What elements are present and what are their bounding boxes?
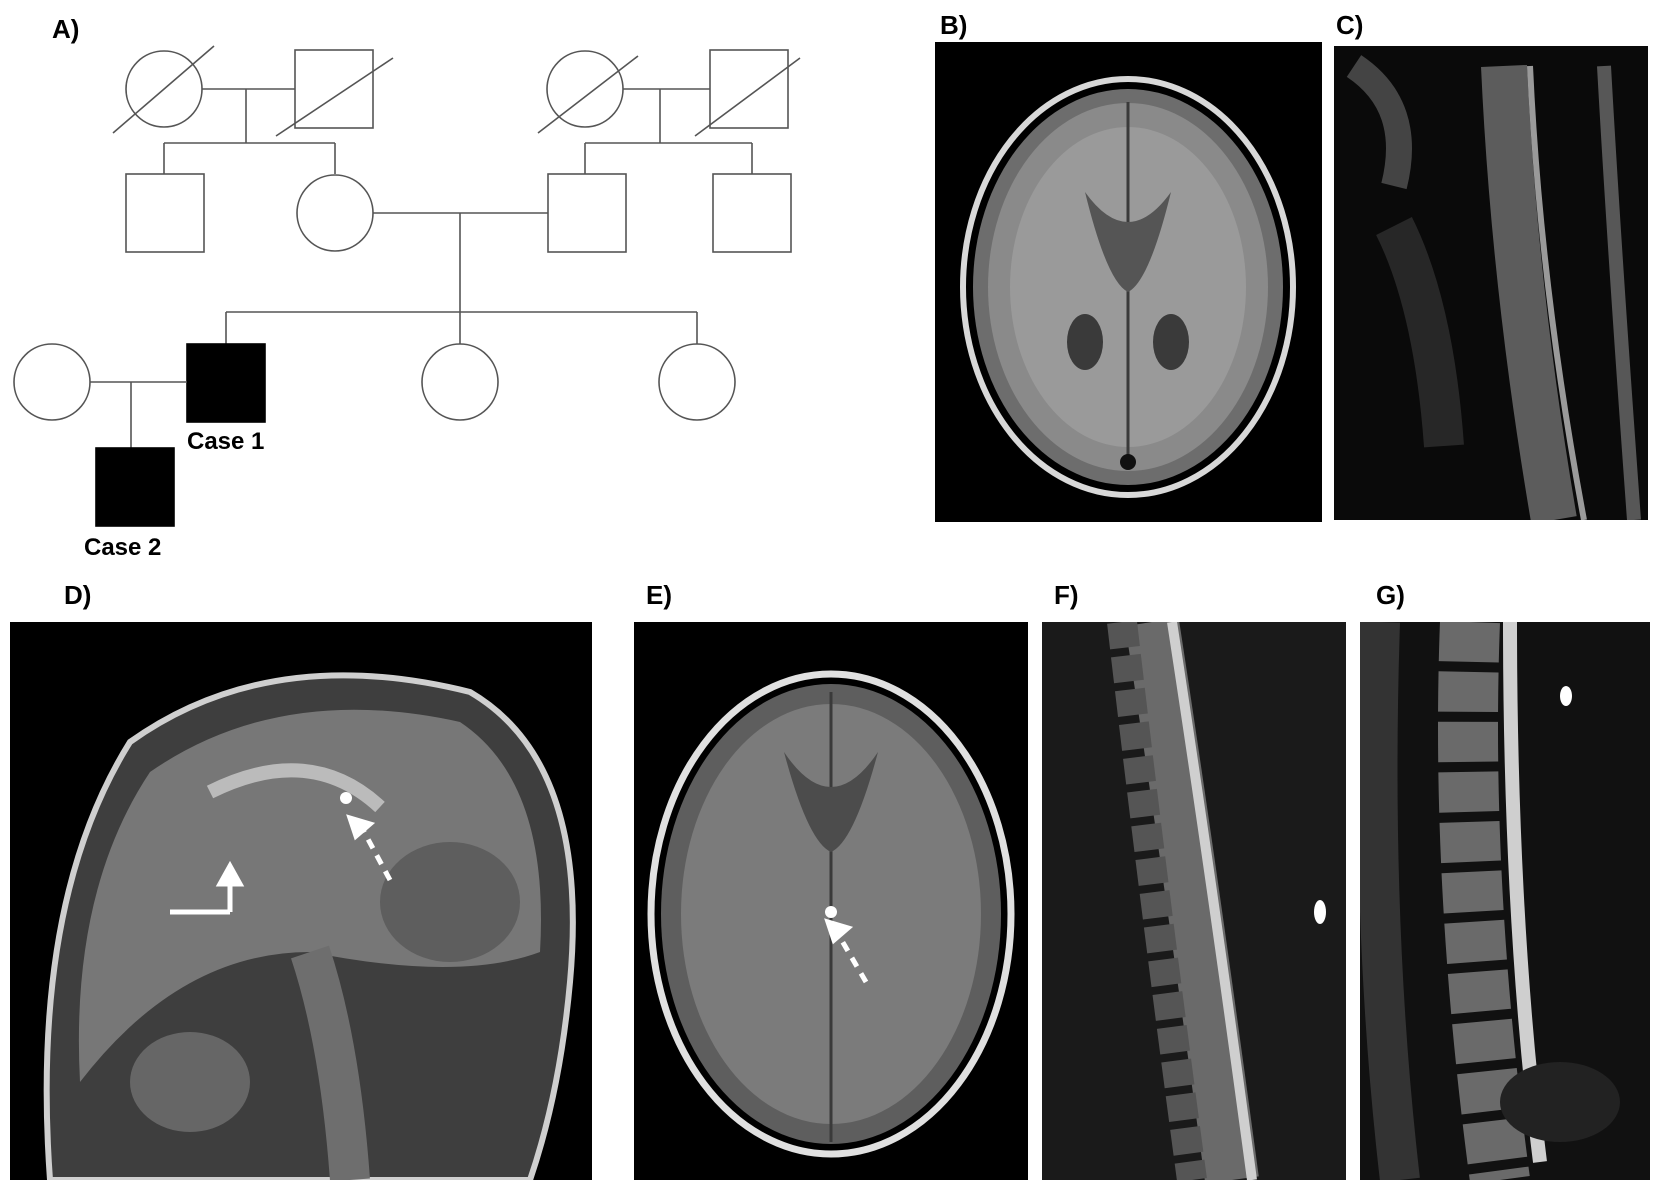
panel-label-a: A) bbox=[52, 14, 80, 44]
affected-male-symbol bbox=[186, 343, 266, 423]
deceased-female-symbol bbox=[546, 50, 624, 128]
mri-panel-b bbox=[935, 42, 1322, 522]
affected-male-symbol bbox=[95, 447, 175, 527]
male-symbol bbox=[547, 173, 627, 253]
deceased-slash bbox=[112, 45, 215, 134]
panel-label-f: F) bbox=[1054, 580, 1079, 610]
sagittal-brain-image bbox=[43, 672, 576, 1180]
panel-label-e: E) bbox=[646, 580, 672, 610]
female-symbol bbox=[13, 343, 91, 421]
female-symbol bbox=[296, 174, 374, 252]
arrow-annotation bbox=[170, 860, 245, 915]
mri-panel-d bbox=[10, 622, 592, 1180]
mri-panel-c bbox=[1334, 46, 1648, 520]
mri-panel-f bbox=[1042, 622, 1346, 1180]
sagittal-thoracic-spine-image bbox=[1042, 622, 1346, 1180]
mri-panel-e bbox=[634, 622, 1028, 1180]
male-symbol bbox=[125, 173, 205, 253]
female-symbol bbox=[658, 343, 736, 421]
case-2-label: Case 2 bbox=[84, 534, 162, 561]
deceased-slash bbox=[537, 55, 639, 134]
panel-label-g: G) bbox=[1376, 580, 1405, 610]
sagittal-spine-image bbox=[1334, 46, 1648, 520]
axial-brain-image bbox=[960, 76, 1296, 498]
panel-label-d: D) bbox=[64, 580, 92, 610]
female-symbol bbox=[421, 343, 499, 421]
panel-label-c: C) bbox=[1336, 10, 1364, 40]
panel-label-b: B) bbox=[940, 10, 968, 40]
deceased-slash bbox=[275, 57, 394, 137]
axial-brain-image-2 bbox=[647, 670, 1015, 1158]
dashed-arrow-annotation bbox=[346, 814, 393, 882]
pedigree-chart bbox=[13, 45, 801, 527]
deceased-slash bbox=[694, 57, 801, 137]
male-symbol bbox=[712, 173, 792, 253]
mri-panel-g bbox=[1360, 622, 1650, 1180]
sagittal-lumbar-spine-image bbox=[1360, 622, 1650, 1180]
dashed-arrow-annotation bbox=[824, 918, 869, 984]
case-1-label: Case 1 bbox=[187, 428, 265, 455]
